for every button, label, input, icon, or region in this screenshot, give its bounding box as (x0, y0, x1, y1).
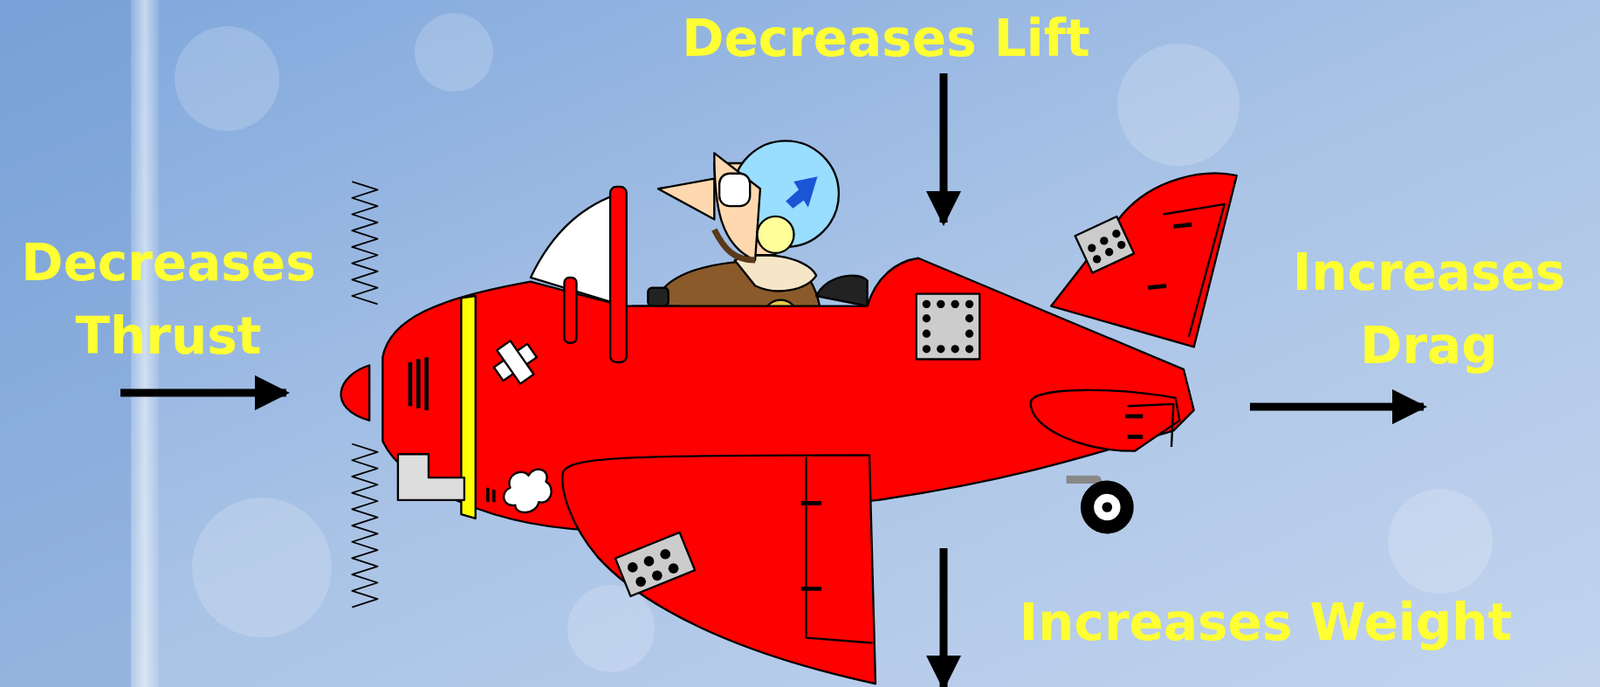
smoke-puff (503, 469, 552, 513)
hinge (1147, 285, 1167, 288)
tail-wheel-axle (1102, 501, 1113, 513)
nose (658, 178, 715, 220)
spinner (341, 365, 371, 421)
rivets (922, 300, 974, 354)
headphone (756, 216, 794, 254)
lift-arrow (940, 73, 948, 223)
bandage (487, 333, 544, 391)
stabilizer (1030, 390, 1181, 452)
tail-wheel-hub (1092, 493, 1122, 522)
rivets (627, 549, 679, 587)
seat (816, 275, 867, 307)
patch (1075, 216, 1134, 274)
elevator-line (1127, 404, 1175, 447)
thrust-arrow (120, 389, 287, 398)
force-label: Decreases Thrust (0, 226, 344, 373)
patch (615, 532, 695, 597)
force-label: Increases Weight (933, 585, 1598, 660)
hinge (801, 502, 822, 589)
goggles (719, 173, 750, 207)
hinge (1173, 224, 1192, 227)
exhaust-mark (487, 487, 495, 502)
weight-arrow (940, 548, 948, 687)
rivets (1087, 229, 1126, 264)
drag-arrow (1249, 403, 1424, 412)
helmet-arrow (780, 167, 829, 216)
windshield-frame (563, 277, 577, 344)
mouth (714, 229, 756, 261)
stick (647, 288, 668, 307)
exhaust-pipe (398, 453, 465, 501)
tail-fin (1050, 173, 1237, 348)
patch (916, 294, 980, 360)
propeller-blur (351, 181, 378, 304)
force-label: Decreases Lift (536, 1, 1236, 76)
wing (562, 454, 876, 684)
hinge (1125, 416, 1143, 437)
force-label: Increases Drag (1254, 235, 1600, 383)
propeller-blur (351, 444, 378, 608)
canopy-frame (610, 186, 627, 363)
face (714, 152, 761, 261)
aileron-line (806, 457, 873, 644)
cowl-vents (410, 357, 427, 411)
tail-wheel (1081, 481, 1133, 533)
rudder-line (1163, 204, 1225, 337)
